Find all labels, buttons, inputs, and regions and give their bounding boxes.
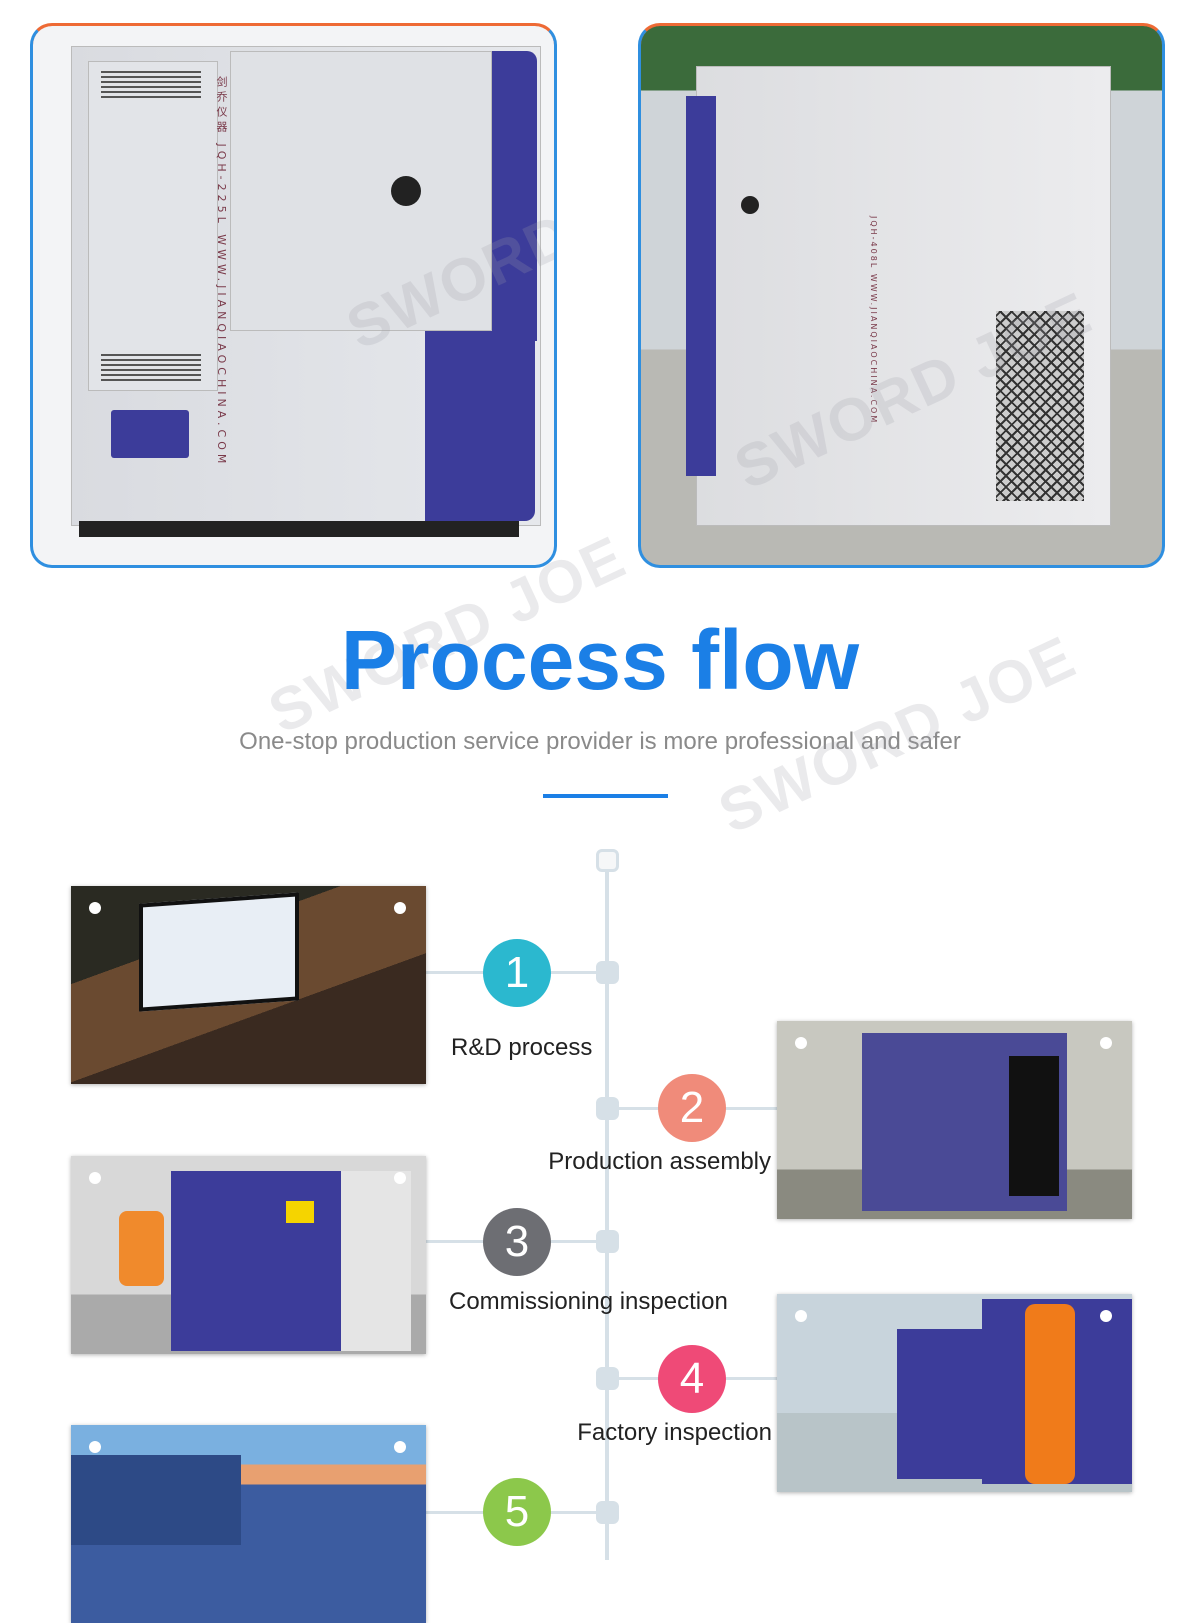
test-chamber xyxy=(897,1329,987,1479)
side-panel xyxy=(88,61,218,391)
product-2-side-text: JQH-408L WWW.JIANQIAOCHINA.COM xyxy=(869,216,878,425)
timeline-node xyxy=(596,961,619,984)
step-2-number: 2 xyxy=(658,1074,726,1142)
viewing-port xyxy=(391,176,421,206)
base-panel xyxy=(425,331,535,521)
base xyxy=(79,521,519,537)
product-1-side-text: 剑乔仪器 JQH-225L WWW.JIANQIAOCHINA.COM xyxy=(215,76,228,468)
step-2-label: Production assembly xyxy=(548,1148,771,1175)
step-1-label: R&D process xyxy=(451,1034,593,1061)
worker xyxy=(1025,1304,1075,1484)
step-4-photo xyxy=(777,1294,1132,1492)
computer-monitor xyxy=(139,892,299,1012)
viewing-port xyxy=(741,196,759,214)
chamber-door xyxy=(230,51,492,331)
vent-grille xyxy=(101,71,201,101)
step-3-label: Commissioning inspection xyxy=(449,1288,728,1315)
timeline-start-marker xyxy=(596,849,619,872)
section-title: Process flow xyxy=(340,613,860,707)
vent-grille xyxy=(101,354,201,384)
step-1-number: 1 xyxy=(483,939,551,1007)
step-5-photo xyxy=(71,1425,426,1623)
step-3-photo xyxy=(71,1156,426,1354)
step-4-label: Factory inspection xyxy=(577,1419,772,1446)
product-photo-2: JQH-408L WWW.JIANQIAOCHINA.COM SWORD JOE xyxy=(638,23,1165,568)
timeline-node xyxy=(596,1230,619,1253)
timeline-node xyxy=(596,1367,619,1390)
section-subtitle: One-stop production service provider is … xyxy=(239,728,961,755)
product-photo-1: 剑乔仪器 JQH-225L WWW.JIANQIAOCHINA.COM SWOR… xyxy=(30,23,557,568)
door-frame xyxy=(686,96,716,476)
test-chamber xyxy=(171,1171,341,1351)
step-5-number: 5 xyxy=(483,1478,551,1546)
worker xyxy=(119,1211,164,1286)
timeline-line xyxy=(605,860,609,1560)
door-frame xyxy=(492,51,537,341)
step-2-photo xyxy=(777,1021,1132,1219)
step-1-photo xyxy=(71,886,426,1084)
timeline-node xyxy=(596,1501,619,1524)
shipping-container xyxy=(71,1455,241,1545)
vent-mesh xyxy=(996,311,1084,501)
timeline-node xyxy=(596,1097,619,1120)
control-panel xyxy=(111,410,189,458)
step-3-number: 3 xyxy=(483,1208,551,1276)
step-4-number: 4 xyxy=(658,1345,726,1413)
title-underline xyxy=(543,794,668,798)
